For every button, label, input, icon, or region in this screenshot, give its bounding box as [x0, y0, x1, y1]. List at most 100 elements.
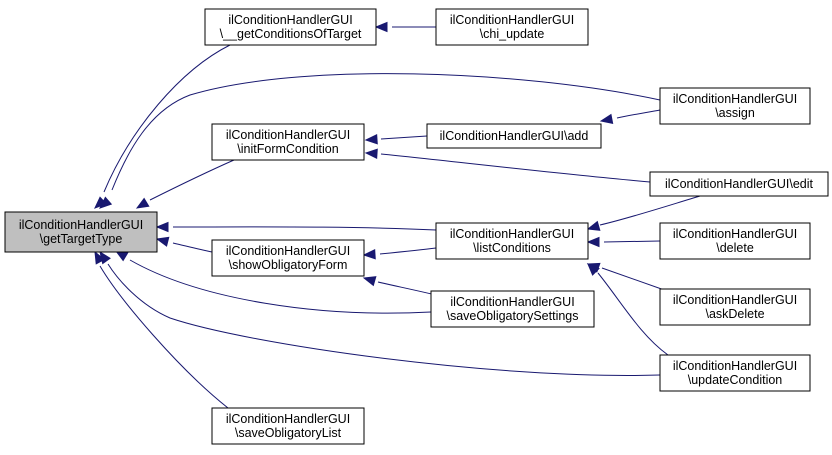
- node-box: [659, 354, 811, 392]
- edge-line: [379, 247, 437, 255]
- node-gcot[interactable]: ilConditionHandlerGUI\__getConditionsOfT…: [204, 8, 377, 46]
- edge-chi-to-gcot: [374, 21, 436, 33]
- node-label: \saveObligatoryList: [235, 426, 342, 440]
- node-box: [426, 123, 602, 149]
- arrowhead-icon: [155, 221, 169, 233]
- node-label: \getTargetType: [40, 232, 123, 246]
- edge-line: [603, 240, 661, 243]
- node-sol[interactable]: ilConditionHandlerGUI\saveObligatoryList: [211, 407, 365, 445]
- node-box: [659, 288, 811, 326]
- arrowhead-icon: [364, 134, 378, 145]
- node-sos[interactable]: ilConditionHandlerGUI\saveObligatorySett…: [430, 290, 595, 328]
- node-gtt: ilConditionHandlerGUI\getTargetType: [4, 211, 158, 253]
- node-edit[interactable]: ilConditionHandlerGUI\edit: [649, 171, 829, 197]
- node-label: \saveObligatorySettings: [446, 309, 578, 323]
- arrowhead-icon: [135, 197, 150, 209]
- node-lc[interactable]: ilConditionHandlerGUI\listConditions: [435, 222, 589, 260]
- node-sof[interactable]: ilConditionHandlerGUI\showObligatoryForm: [211, 239, 365, 277]
- node-label: \askDelete: [705, 307, 764, 321]
- node-ifc[interactable]: ilConditionHandlerGUI\initFormCondition: [211, 123, 365, 161]
- arrowhead-icon: [362, 249, 376, 260]
- node-label: \showObligatoryForm: [229, 258, 348, 272]
- node-box: [211, 239, 365, 277]
- arrowhead-icon: [155, 236, 170, 247]
- edge-line: [99, 265, 229, 409]
- edge-line: [107, 263, 661, 376]
- arrowhead-icon: [586, 236, 600, 248]
- node-ad[interactable]: ilConditionHandlerGUI\askDelete: [659, 288, 811, 326]
- edge-uc-to-lc: [587, 263, 669, 356]
- edge-sol-to-gtt: [94, 250, 229, 409]
- node-label: ilConditionHandlerGUI: [450, 13, 574, 27]
- node-chi[interactable]: ilConditionHandlerGUI\chi_update: [435, 8, 589, 46]
- node-label: ilConditionHandlerGUI: [673, 227, 797, 241]
- edge-gcot-to-gtt: [94, 44, 231, 209]
- node-label: ilConditionHandlerGUI: [673, 293, 797, 307]
- node-label: ilConditionHandlerGUI: [226, 244, 350, 258]
- node-label: \assign: [715, 106, 755, 120]
- node-label: \updateCondition: [688, 373, 783, 387]
- arrowhead-icon: [362, 276, 377, 287]
- arrowhead-icon: [99, 196, 113, 209]
- edge-sos-to-sof: [362, 276, 441, 297]
- edge-ifc-to-gtt: [135, 159, 235, 209]
- node-box: [649, 171, 829, 197]
- edge-line: [601, 267, 671, 293]
- node-box: [211, 123, 365, 161]
- node-box: [211, 407, 365, 445]
- edge-line: [129, 259, 432, 314]
- node-box: [435, 222, 589, 260]
- edge-line: [616, 109, 661, 119]
- node-box: [4, 211, 158, 253]
- edge-line: [103, 44, 231, 193]
- node-label: ilConditionHandlerGUI: [228, 13, 352, 27]
- edge-line: [172, 242, 213, 253]
- edge-line: [597, 272, 669, 356]
- arrowhead-icon: [364, 148, 378, 159]
- edge-edit-to-lc: [586, 195, 701, 231]
- node-label: ilConditionHandlerGUI: [450, 227, 574, 241]
- edge-line: [172, 226, 437, 231]
- edge-ad-to-lc: [586, 262, 671, 293]
- edge-assign-to-gtt: [99, 73, 661, 209]
- edge-line: [380, 135, 428, 140]
- edge-edit-to-ifc: [364, 148, 651, 183]
- arrowhead-icon: [599, 113, 614, 125]
- node-label: \listConditions: [473, 241, 551, 255]
- node-label: ilConditionHandlerGUI: [226, 412, 350, 426]
- edge-line: [111, 73, 661, 191]
- edge-line: [380, 153, 651, 183]
- edge-lc-to-gtt: [155, 221, 437, 233]
- arrowhead-icon: [94, 250, 106, 265]
- edge-line: [599, 195, 701, 226]
- node-label: \__getConditionsOfTarget: [220, 27, 362, 41]
- node-label: ilConditionHandlerGUI: [450, 295, 574, 309]
- node-label: ilConditionHandlerGUI: [673, 359, 797, 373]
- node-label: \chi_update: [480, 27, 545, 41]
- edge-del-to-lc: [586, 236, 661, 248]
- node-label: \initFormCondition: [237, 142, 338, 156]
- arrowhead-icon: [587, 263, 600, 276]
- edge-assign-to-add: [599, 109, 661, 125]
- node-uc[interactable]: ilConditionHandlerGUI\updateCondition: [659, 354, 811, 392]
- node-label: \delete: [716, 241, 754, 255]
- arrowhead-icon: [374, 21, 388, 33]
- node-assign[interactable]: ilConditionHandlerGUI\assign: [659, 87, 811, 125]
- node-label: ilConditionHandlerGUI\edit: [665, 177, 814, 191]
- node-del[interactable]: ilConditionHandlerGUI\delete: [659, 222, 811, 260]
- node-box: [430, 290, 595, 328]
- arrowhead-icon: [586, 220, 601, 231]
- edge-lc-to-sof: [362, 247, 437, 260]
- node-label: ilConditionHandlerGUI: [673, 92, 797, 106]
- node-label: ilConditionHandlerGUI: [226, 128, 350, 142]
- node-box: [659, 87, 811, 125]
- node-label: ilConditionHandlerGUI\add: [440, 129, 589, 143]
- node-add[interactable]: ilConditionHandlerGUI\add: [426, 123, 602, 149]
- node-box: [435, 8, 589, 46]
- edge-sof-to-gtt: [155, 236, 213, 253]
- node-label: ilConditionHandlerGUI: [19, 218, 143, 232]
- node-box: [659, 222, 811, 260]
- edge-line: [149, 159, 235, 201]
